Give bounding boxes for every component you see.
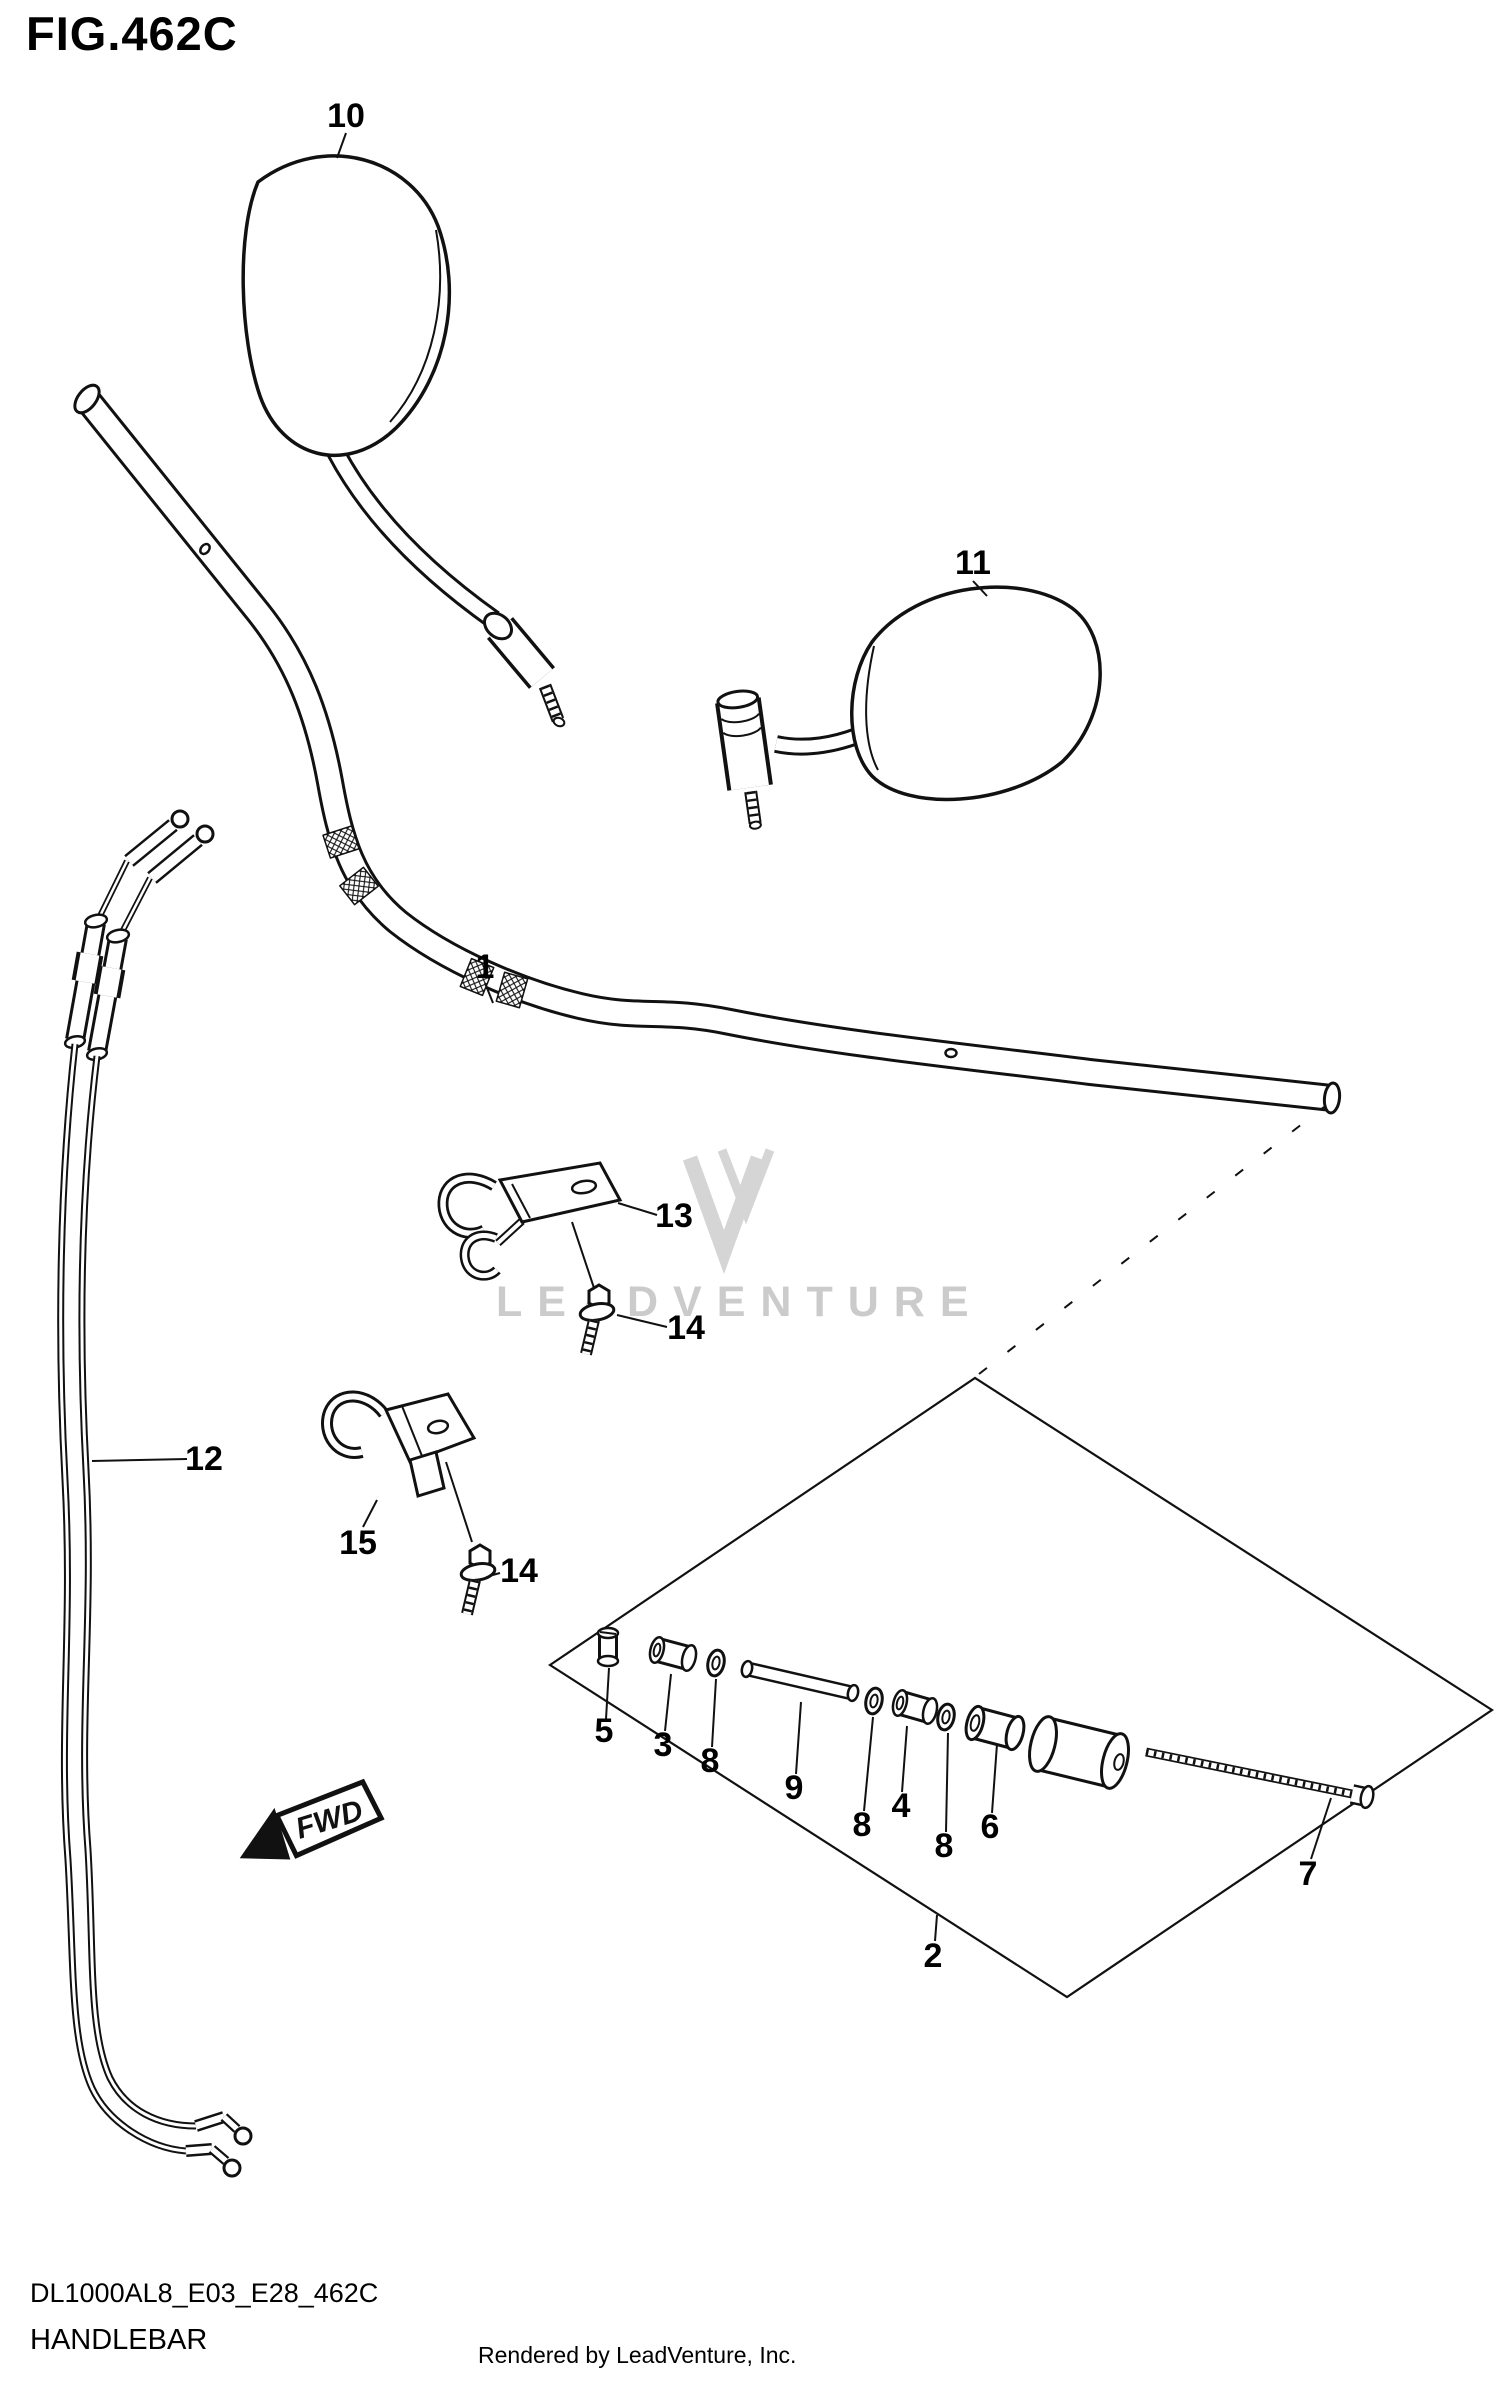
callout-6[interactable]: 6: [980, 1808, 1000, 1846]
render-credit: Rendered by LeadVenture, Inc.: [478, 2342, 797, 2368]
callout-9[interactable]: 9: [784, 1769, 804, 1807]
mirror-left-drawing: [241, 154, 566, 728]
balancer-box-drawing: [548, 1106, 1494, 1999]
leadventure-watermark: LEADVENTURE: [496, 1148, 984, 1326]
bolt-upper-drawing: [578, 1283, 616, 1356]
bolt-lower-drawing: [459, 1543, 497, 1616]
callout-8-a[interactable]: 8: [700, 1742, 720, 1780]
callout-8-b[interactable]: 8: [852, 1806, 872, 1844]
figure-title: FIG.462C: [26, 7, 238, 60]
callout-14-b[interactable]: 14: [500, 1552, 538, 1590]
callout-4[interactable]: 4: [891, 1787, 911, 1825]
callout-11[interactable]: 11: [955, 544, 991, 582]
mirror-right-drawing: [715, 585, 1102, 830]
handlebar-drawing: [73, 383, 1342, 1115]
callout-12[interactable]: 12: [185, 1440, 223, 1478]
cable-guide-drawing: [437, 1161, 623, 1281]
fwd-arrow: FWD: [239, 1778, 385, 1860]
exploded-parts-drawing: [596, 1626, 1375, 1810]
callout-3[interactable]: 3: [653, 1726, 673, 1764]
callout-10[interactable]: 10: [327, 97, 365, 135]
callout-13[interactable]: 13: [655, 1197, 693, 1235]
callout-15[interactable]: 15: [339, 1524, 377, 1562]
leader-lines: [91, 132, 1332, 1942]
callout-1[interactable]: 1: [475, 948, 495, 986]
callout-2[interactable]: 2: [923, 1937, 943, 1975]
callout-5[interactable]: 5: [594, 1712, 614, 1750]
bracket-drawing: [321, 1390, 477, 1498]
callout-7[interactable]: 7: [1298, 1855, 1318, 1893]
watermark-text: LEADVENTURE: [496, 1278, 984, 1326]
throttle-cables-drawing: [57, 809, 253, 2178]
part-code: DL1000AL8_E03_E28_462C: [30, 2278, 379, 2308]
callout-8-c[interactable]: 8: [934, 1827, 954, 1865]
callout-14-a[interactable]: 14: [667, 1309, 705, 1347]
part-name: HANDLEBAR: [30, 2324, 208, 2356]
